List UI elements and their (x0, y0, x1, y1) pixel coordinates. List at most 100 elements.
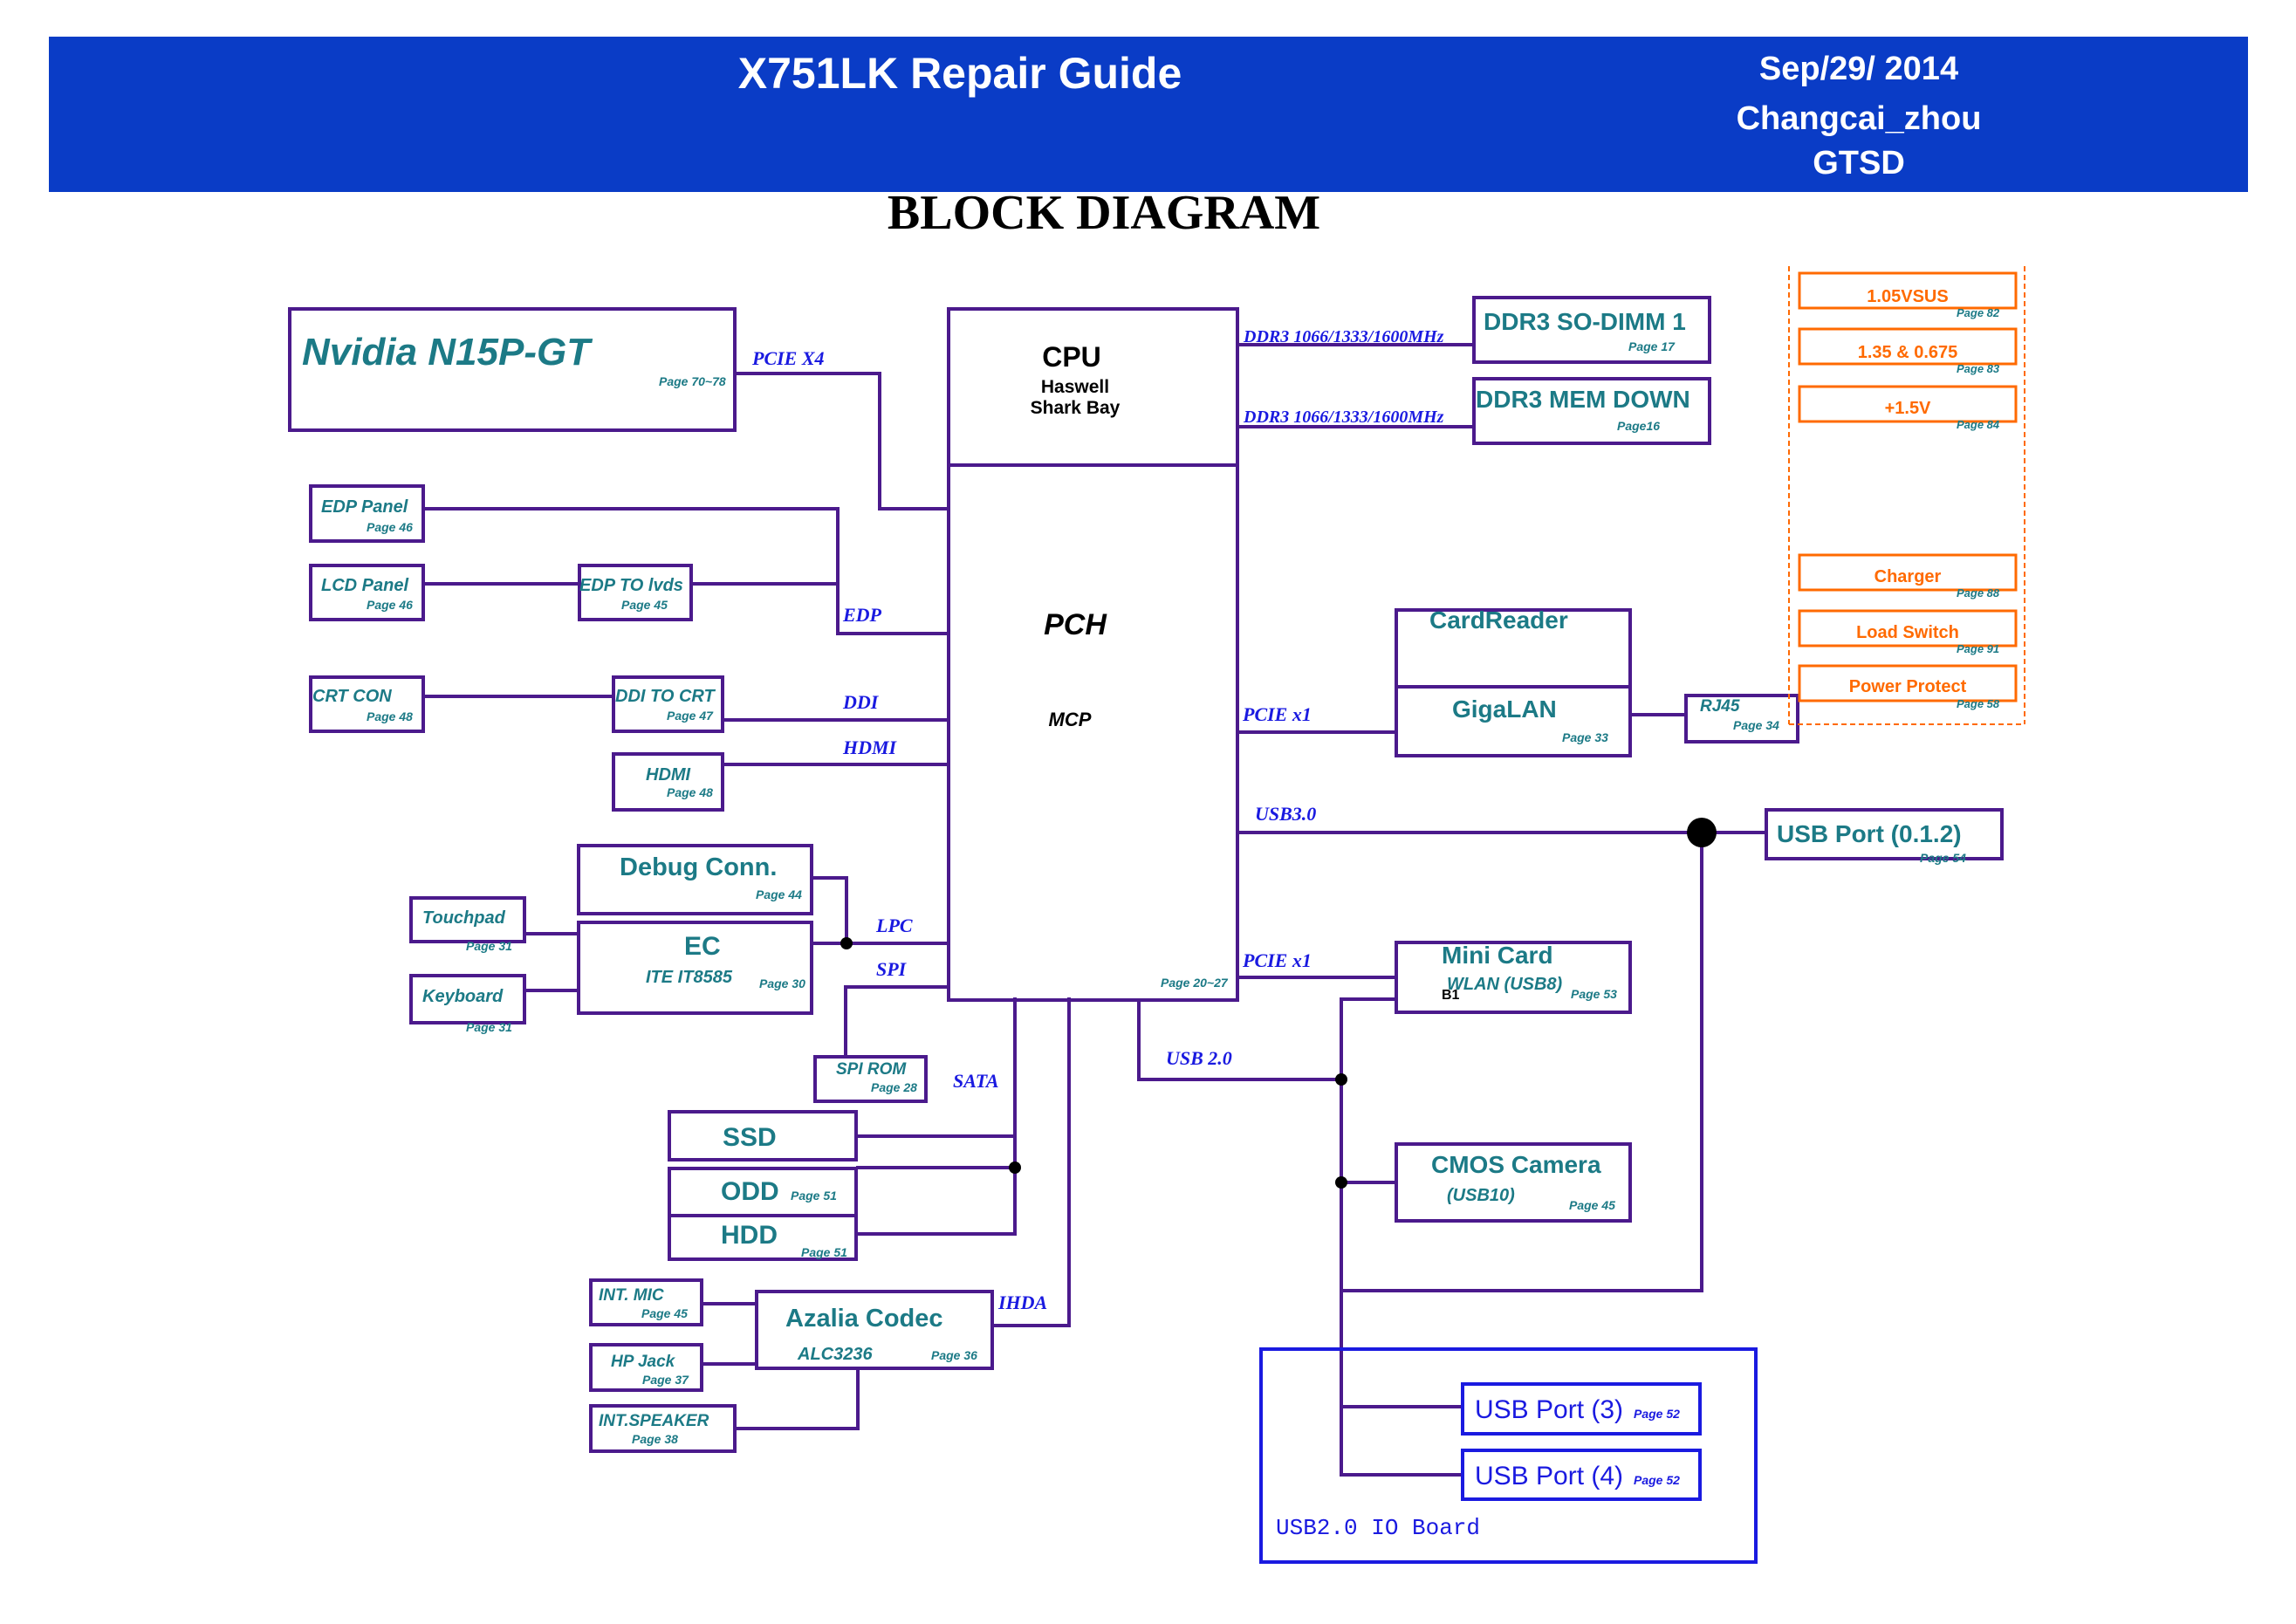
power-4-page: Page 88 (1957, 586, 2000, 600)
bus-usb2: USB 2.0 (1166, 1047, 1232, 1069)
mini-card-sub: WLAN (USB8) (1447, 975, 1563, 994)
spi-rom-box (813, 1055, 928, 1103)
edp-panel-page: Page 46 (367, 520, 413, 534)
bus-ddi: DDI (842, 691, 880, 713)
gpu-label: Nvidia N15P-GT (302, 331, 593, 373)
int-speaker-page: Page 38 (632, 1432, 678, 1446)
power-6-page: Page 58 (1957, 697, 2000, 710)
guide-title: X751LK Repair Guide (737, 49, 1182, 98)
bus-hdmi: HDMI (842, 737, 898, 758)
gigalan-label: GigaLAN (1452, 696, 1557, 723)
ddr-sodimm-label: DDR3 SO-DIMM 1 (1484, 308, 1686, 335)
header-bar (49, 37, 2248, 192)
cpu-sub2: Shark Bay (1031, 398, 1121, 418)
edp-to-lvds-page: Page 45 (621, 598, 668, 612)
crt-con-label: CRT CON (312, 687, 392, 706)
odd-page: Page 51 (791, 1189, 837, 1203)
power-6-label: Power Protect (1849, 677, 1967, 696)
bus-sata: SATA (953, 1070, 999, 1092)
rj45-label: RJ45 (1700, 697, 1740, 716)
rj45-page: Page 34 (1733, 718, 1779, 732)
azalia-sub: ALC3236 (797, 1345, 873, 1364)
lcd-panel-page: Page 46 (367, 598, 413, 612)
cmos-camera-page: Page 45 (1569, 1198, 1615, 1212)
pch-box (947, 463, 1239, 1002)
crt-con-page: Page 48 (367, 709, 413, 723)
bus-lpc: LPC (875, 915, 913, 936)
hp-jack-box (589, 1343, 703, 1392)
ddr-sodimm-box (1472, 296, 1711, 364)
spi-rom-page: Page 28 (871, 1080, 917, 1094)
power-1-label: 1.05VSUS (1867, 287, 1948, 306)
power-3-page: Page 84 (1957, 418, 2000, 431)
int-speaker-label: INT.SPEAKER (599, 1412, 709, 1430)
usb-board-label: USB2.0 IO Board (1276, 1515, 1480, 1541)
edp-to-lvds-label: EDP TO lvds (579, 576, 683, 595)
cmos-camera-label: CMOS Camera (1431, 1151, 1601, 1178)
cmos-camera-sub: (USB10) (1447, 1186, 1515, 1205)
azalia-page: Page 36 (931, 1348, 977, 1362)
diagram-lines (288, 296, 2004, 1477)
ddr-memdown-label: DDR3 MEM DOWN (1476, 386, 1690, 413)
hdd-page: Page 51 (801, 1245, 847, 1259)
header-dept: GTSD (1813, 145, 1905, 182)
header-author: Changcai_zhou (1736, 100, 1982, 137)
ec-sub: ITE IT8585 (646, 968, 733, 987)
int-mic-label: INT. MIC (599, 1286, 664, 1305)
usb-port-012-label: USB Port (0.1.2) (1777, 820, 1962, 847)
bus-usb3: USB3.0 (1255, 803, 1316, 825)
bus-pcie-x1-a: PCIE x1 (1242, 703, 1312, 725)
hdmi-label: HDMI (646, 765, 691, 785)
bus-ddr3-b: DDR3 1066/1333/1600MHz (1243, 408, 1444, 427)
keyboard-box (409, 974, 526, 1024)
int-speaker-box (589, 1404, 737, 1453)
azalia-codec-box (755, 1290, 994, 1370)
bus-ddr3-a: DDR3 1066/1333/1600MHz (1243, 327, 1444, 346)
cpu-sub1: Haswell (1041, 377, 1109, 397)
cardreader-label: CardReader (1429, 606, 1568, 634)
mini-card-label: Mini Card (1442, 942, 1553, 969)
rj45-box (1684, 694, 1799, 743)
cpu-label: CPU (1042, 341, 1101, 373)
power-5-label: Load Switch (1856, 623, 1959, 642)
power-section (1788, 266, 2025, 725)
ddr-sodimm-page: Page 17 (1628, 339, 1676, 353)
ec-label: EC (684, 932, 721, 961)
ec-page: Page 30 (759, 976, 805, 990)
junctions (840, 818, 1717, 1189)
ddi-to-crt-box (612, 675, 724, 733)
usb-port-3-label: USB Port (3) (1475, 1395, 1623, 1424)
usb-port-012-box (1765, 808, 2004, 860)
hdd-label: HDD (721, 1221, 778, 1250)
spi-rom-label: SPI ROM (836, 1060, 907, 1079)
touchpad-label: Touchpad (422, 908, 506, 928)
ddr-memdown-box (1472, 377, 1711, 445)
gigalan-box (1395, 685, 1632, 757)
hdmi-page: Page 48 (667, 785, 713, 799)
debug-conn-page: Page 44 (756, 887, 802, 901)
gigalan-page: Page 33 (1562, 730, 1608, 744)
crt-con-box (309, 675, 425, 733)
debug-conn-box (577, 844, 813, 915)
bus-ihda: IHDA (997, 1292, 1047, 1313)
edp-panel-box (309, 484, 425, 543)
pch-page: Page 20~27 (1161, 976, 1229, 990)
ssd-box (668, 1110, 858, 1161)
usb-port-012-page: Page 54 (1920, 851, 1966, 865)
bus-pcie-x1-b: PCIE x1 (1242, 949, 1312, 971)
ssd-label: SSD (723, 1123, 777, 1152)
header-date: Sep/29/ 2014 (1758, 51, 1959, 87)
bus-spi: SPI (876, 958, 908, 980)
usb-port-4-label: USB Port (4) (1475, 1462, 1623, 1490)
ddr-memdown-page: Page16 (1617, 419, 1660, 433)
lcd-panel-label: LCD Panel (321, 576, 408, 595)
touchpad-page: Page 31 (466, 939, 512, 953)
usb-port-3-page: Page 52 (1634, 1407, 1680, 1421)
hp-jack-page: Page 37 (642, 1373, 689, 1387)
edp-panel-label: EDP Panel (321, 497, 408, 517)
debug-conn-label: Debug Conn. (620, 853, 777, 881)
power-3-label: +1.5V (1885, 399, 1931, 418)
hp-jack-label: HP Jack (611, 1353, 676, 1371)
power-2-page: Page 83 (1957, 362, 2000, 375)
page-heading: BLOCK DIAGRAM (887, 186, 1321, 240)
